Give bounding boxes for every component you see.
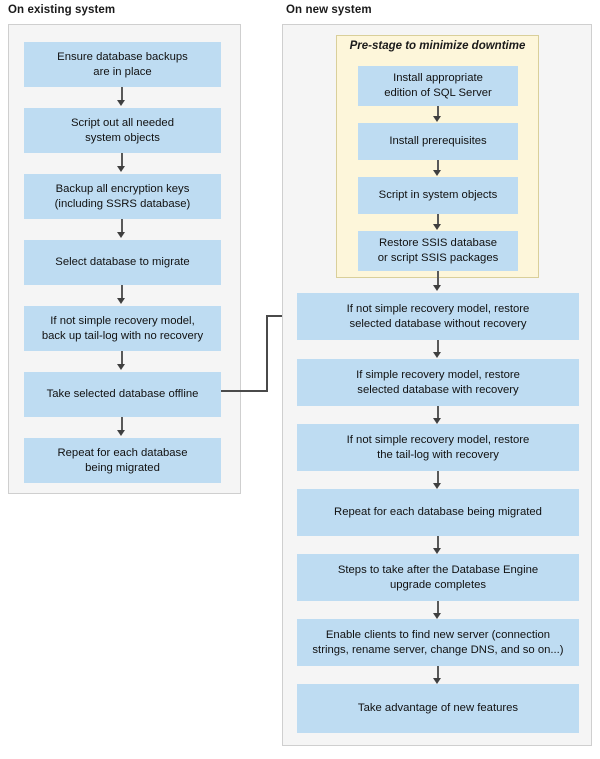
node-prestage-2-line1: Install prerequisites bbox=[389, 135, 487, 147]
arrowhead-new-4-5 bbox=[433, 548, 442, 554]
connector-prestage-1-2 bbox=[437, 106, 439, 117]
arrowhead-new-3-4 bbox=[433, 483, 442, 489]
arrowhead-new-2-3 bbox=[433, 418, 442, 424]
node-new-4-line1: Repeat for each database being migrated bbox=[334, 506, 542, 518]
connector-existing-2-3 bbox=[121, 153, 123, 167]
connector-prestage-2-3 bbox=[437, 160, 439, 171]
connector-existing-4-5 bbox=[121, 285, 123, 299]
node-existing-1: Ensure database backups are in place bbox=[24, 42, 221, 87]
node-existing-4-line1: Select database to migrate bbox=[55, 256, 190, 268]
connector-new-2-3 bbox=[437, 406, 439, 419]
arrowhead-new-6-7 bbox=[433, 678, 442, 684]
node-existing-1-line2: are in place bbox=[93, 65, 152, 78]
arrowhead-existing-1-2 bbox=[117, 100, 126, 106]
connector-prestage-3-4 bbox=[437, 214, 439, 225]
node-existing-1-line1: Ensure database backups bbox=[57, 50, 188, 63]
cross-connector-horizontal-upper bbox=[266, 315, 291, 317]
node-new-3-line2: the tail-log with recovery bbox=[377, 448, 499, 461]
arrowhead-existing-5-6 bbox=[117, 364, 126, 370]
node-existing-6-line1: Take selected database offline bbox=[46, 388, 199, 400]
column-title-existing-system: On existing system bbox=[8, 4, 116, 16]
node-new-4: Repeat for each database being migrated bbox=[297, 489, 579, 536]
connector-existing-6-7 bbox=[121, 417, 123, 431]
node-existing-3: Backup all encryption keys (including SS… bbox=[24, 174, 221, 219]
node-new-6-line2: strings, rename server, change DNS, and … bbox=[312, 643, 564, 656]
cross-connector-horizontal-lower bbox=[221, 390, 268, 392]
node-existing-5-line2: back up tail-log with no recovery bbox=[41, 329, 204, 342]
arrowhead-new-1-2 bbox=[433, 352, 442, 358]
node-prestage-4-line2: or script SSIS packages bbox=[377, 252, 499, 264]
node-prestage-1: Install appropriate edition of SQL Serve… bbox=[358, 66, 518, 106]
connector-new-5-6 bbox=[437, 601, 439, 614]
node-new-2-line1: If simple recovery model, restore bbox=[356, 368, 520, 381]
node-prestage-1-line1: Install appropriate bbox=[393, 72, 483, 84]
node-new-5-line1: Steps to take after the Database Engine bbox=[337, 563, 539, 576]
node-existing-4: Select database to migrate bbox=[24, 240, 221, 285]
node-new-5: Steps to take after the Database Engine … bbox=[297, 554, 579, 601]
node-prestage-3: Script in system objects bbox=[358, 177, 518, 214]
prestage-group-label: Pre-stage to minimize downtime bbox=[349, 40, 526, 52]
connector-new-4-5 bbox=[437, 536, 439, 549]
node-prestage-1-line2: edition of SQL Server bbox=[384, 87, 492, 99]
arrowhead-prestage-3-4 bbox=[433, 224, 442, 230]
connector-existing-1-2 bbox=[121, 87, 123, 101]
node-new-3-line1: If not simple recovery model, restore bbox=[346, 433, 530, 446]
connector-existing-5-6 bbox=[121, 351, 123, 365]
node-prestage-4-line1: Restore SSIS database bbox=[378, 237, 498, 249]
node-new-5-line2: upgrade completes bbox=[389, 578, 487, 591]
node-new-7-line1: Take advantage of new features bbox=[357, 702, 519, 714]
arrowhead-existing-2-3 bbox=[117, 166, 126, 172]
arrowhead-prestage-2-3 bbox=[433, 170, 442, 176]
node-existing-3-line1: Backup all encryption keys bbox=[55, 182, 190, 195]
node-new-2-line2: selected database with recovery bbox=[357, 383, 519, 396]
node-new-3: If not simple recovery model, restore th… bbox=[297, 424, 579, 471]
node-new-2: If simple recovery model, restore select… bbox=[297, 359, 579, 406]
node-new-1: If not simple recovery model, restore se… bbox=[297, 293, 579, 340]
node-existing-7-line2: being migrated bbox=[85, 461, 160, 474]
node-prestage-2: Install prerequisites bbox=[358, 123, 518, 160]
cross-connector-vertical bbox=[266, 315, 268, 391]
connector-new-3-4 bbox=[437, 471, 439, 484]
connector-prestage-to-main bbox=[437, 271, 439, 285]
node-new-6-line1: Enable clients to find new server (conne… bbox=[325, 628, 551, 641]
node-new-6: Enable clients to find new server (conne… bbox=[297, 619, 579, 666]
node-new-7: Take advantage of new features bbox=[297, 684, 579, 733]
column-title-new-system: On new system bbox=[286, 4, 372, 16]
arrowhead-prestage-to-main bbox=[433, 285, 442, 291]
node-existing-7: Repeat for each database being migrated bbox=[24, 438, 221, 483]
node-existing-6: Take selected database offline bbox=[24, 372, 221, 417]
node-existing-5-line1: If not simple recovery model, bbox=[50, 314, 195, 327]
arrowhead-existing-6-7 bbox=[117, 430, 126, 436]
node-existing-3-line2: (including SSRS database) bbox=[54, 197, 191, 210]
node-existing-7-line1: Repeat for each database bbox=[57, 446, 188, 459]
node-existing-2-line1: Script out all needed bbox=[71, 116, 174, 129]
connector-new-6-7 bbox=[437, 666, 439, 679]
connector-new-1-2 bbox=[437, 340, 439, 353]
node-existing-2: Script out all needed system objects bbox=[24, 108, 221, 153]
node-prestage-4: Restore SSIS database or script SSIS pac… bbox=[358, 231, 518, 271]
node-existing-2-line2: system objects bbox=[85, 131, 160, 144]
node-prestage-3-line1: Script in system objects bbox=[378, 189, 498, 201]
node-new-1-line2: selected database without recovery bbox=[349, 317, 527, 330]
arrowhead-new-5-6 bbox=[433, 613, 442, 619]
node-new-1-line1: If not simple recovery model, restore bbox=[346, 302, 530, 315]
node-existing-5: If not simple recovery model, back up ta… bbox=[24, 306, 221, 351]
arrowhead-existing-3-4 bbox=[117, 232, 126, 238]
arrowhead-prestage-1-2 bbox=[433, 116, 442, 122]
connector-existing-3-4 bbox=[121, 219, 123, 233]
arrowhead-existing-4-5 bbox=[117, 298, 126, 304]
